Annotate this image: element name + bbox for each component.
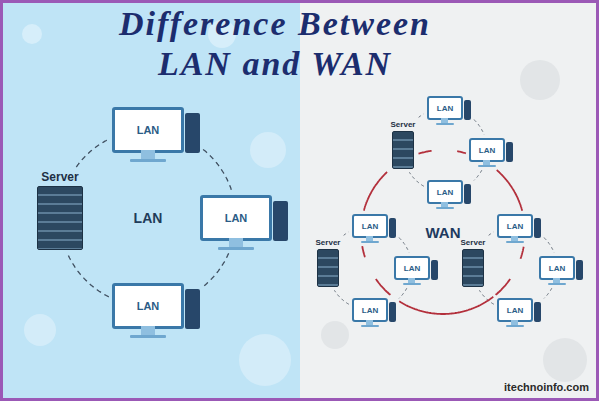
network-link xyxy=(76,139,109,167)
computer-monitor: LAN xyxy=(394,256,430,280)
monitor-base xyxy=(478,165,496,167)
monitor-base xyxy=(130,159,166,162)
decor-dot xyxy=(543,338,587,382)
monitor-stand xyxy=(141,150,155,159)
server-node: Server xyxy=(391,120,416,169)
monitor-base xyxy=(436,123,454,125)
network-center-label: WAN xyxy=(426,224,461,241)
computer-monitor: LAN xyxy=(469,138,505,162)
monitor-base xyxy=(361,325,379,327)
network-link xyxy=(344,232,349,236)
monitor-stand xyxy=(141,326,155,335)
computer-monitor: LAN xyxy=(352,298,388,322)
network-link xyxy=(203,149,232,191)
server-rack xyxy=(392,131,414,169)
monitor-label: LAN xyxy=(507,222,523,231)
computer-monitor: LAN xyxy=(112,107,184,153)
network-link xyxy=(474,120,484,135)
pc-tower xyxy=(273,201,288,241)
pc-tower xyxy=(185,289,200,329)
monitor-stand xyxy=(229,238,243,247)
decor-dot xyxy=(520,60,560,100)
decor-dot xyxy=(24,314,56,346)
network-link xyxy=(399,288,407,298)
watermark: itechnoinfo.com xyxy=(504,381,589,393)
network-link xyxy=(474,170,482,180)
monitor-base xyxy=(130,335,166,338)
server-rack xyxy=(462,249,484,287)
computer-monitor: LAN xyxy=(497,298,533,322)
pc-tower xyxy=(506,142,513,162)
server-node: Server xyxy=(37,170,83,250)
monitor-label: LAN xyxy=(137,300,160,312)
server-rack xyxy=(317,249,339,287)
computer-monitor: LAN xyxy=(200,195,272,241)
monitor-base xyxy=(218,247,254,250)
monitor-base xyxy=(506,241,524,243)
monitor-label: LAN xyxy=(137,124,160,136)
wan-link xyxy=(457,151,524,259)
monitor-base xyxy=(506,325,524,327)
network-center-label: LAN xyxy=(134,210,163,226)
monitor-label: LAN xyxy=(404,264,420,273)
server-label: Server xyxy=(316,238,341,247)
server-label: Server xyxy=(461,238,486,247)
decor-dot xyxy=(321,321,349,349)
computer-monitor: LAN xyxy=(497,214,533,238)
monitor-base xyxy=(403,283,421,285)
network-link xyxy=(409,172,423,186)
computer-monitor: LAN xyxy=(427,96,463,120)
diagram-title: Difference Between LAN and WAN xyxy=(95,4,455,84)
network-link xyxy=(544,288,552,298)
server-node: Server xyxy=(316,238,341,287)
server-label: Server xyxy=(41,170,78,184)
computer-monitor: LAN xyxy=(352,214,388,238)
server-label: Server xyxy=(391,120,416,129)
pc-tower xyxy=(185,113,200,153)
pc-tower xyxy=(464,100,471,120)
monitor-label: LAN xyxy=(437,104,453,113)
computer-monitor: LAN xyxy=(539,256,575,280)
pc-tower xyxy=(389,302,396,322)
decor-dot xyxy=(250,132,286,168)
pc-tower xyxy=(576,260,583,280)
computer-monitor: LAN xyxy=(427,180,463,204)
network-link xyxy=(67,253,108,296)
monitor-label: LAN xyxy=(362,306,378,315)
monitor-label: LAN xyxy=(549,264,565,273)
monitor-label: LAN xyxy=(362,222,378,231)
monitor-label: LAN xyxy=(225,212,248,224)
computer-monitor: LAN xyxy=(112,283,184,329)
pc-tower xyxy=(464,184,471,204)
monitor-base xyxy=(436,207,454,209)
pc-tower xyxy=(389,218,396,238)
monitor-base xyxy=(548,283,566,285)
network-link xyxy=(399,238,409,253)
monitor-label: LAN xyxy=(507,306,523,315)
pc-tower xyxy=(534,302,541,322)
pc-tower xyxy=(431,260,438,280)
network-link xyxy=(419,114,424,118)
network-link xyxy=(203,253,228,286)
server-node: Server xyxy=(461,238,486,287)
network-link xyxy=(334,290,348,304)
network-link xyxy=(544,238,554,253)
monitor-base xyxy=(361,241,379,243)
server-rack xyxy=(37,186,83,250)
pc-tower xyxy=(534,218,541,238)
decor-dot xyxy=(22,24,42,44)
decor-dot xyxy=(239,334,291,386)
monitor-label: LAN xyxy=(479,146,495,155)
network-link xyxy=(489,232,494,236)
monitor-label: LAN xyxy=(437,188,453,197)
